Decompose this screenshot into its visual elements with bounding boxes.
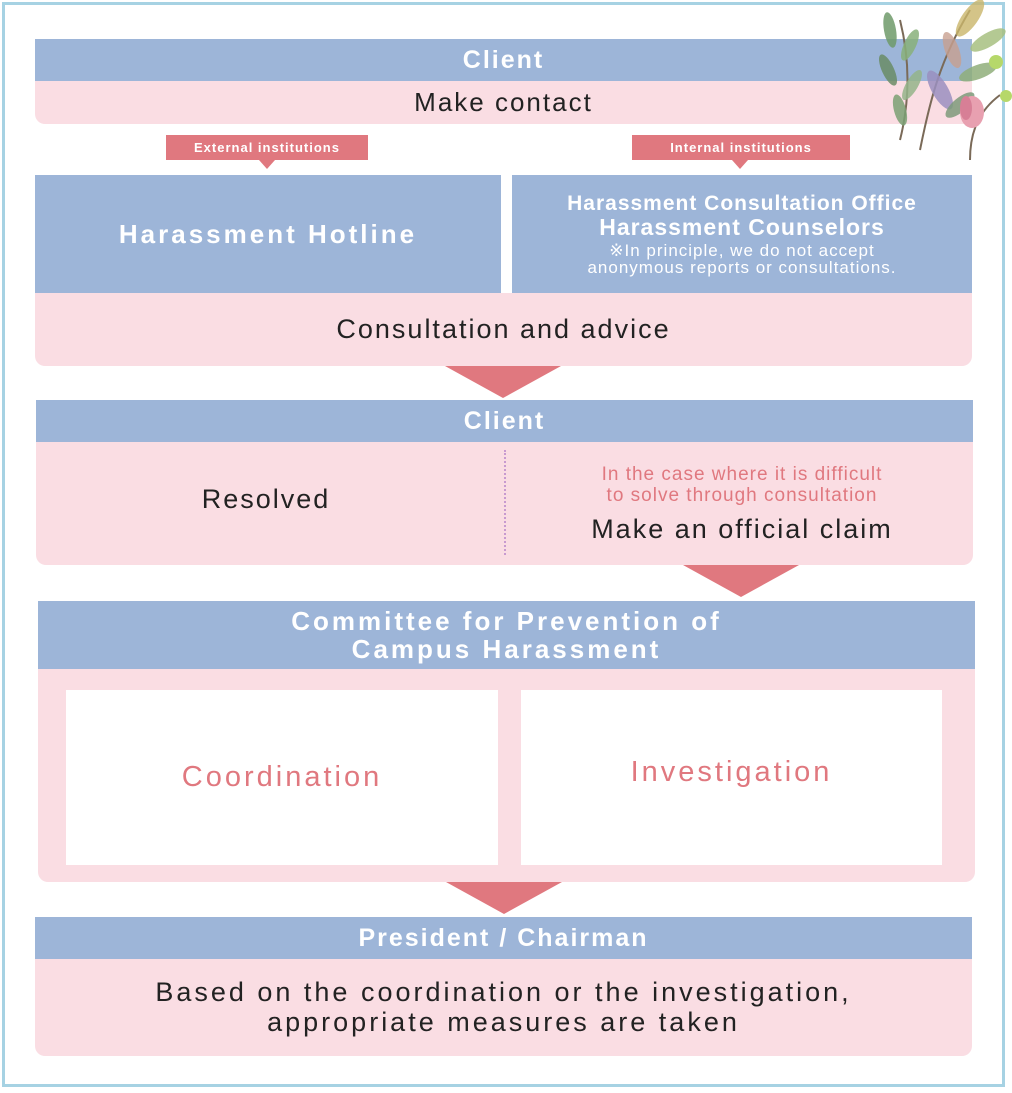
- external-institutions-tag: External institutions: [166, 135, 368, 160]
- measures-body: Based on the coordination or the investi…: [35, 959, 972, 1056]
- official-claim-text: Make an official claim: [591, 514, 893, 545]
- coordination-text: Coordination: [181, 761, 383, 793]
- arrow-down-3: [446, 882, 562, 914]
- external-tag-text: External institutions: [194, 140, 340, 155]
- measures-line1: Based on the coordination or the investi…: [155, 976, 852, 1007]
- anonymous-note-line1: ※In principle, we do not accept: [609, 240, 875, 260]
- step3-divider: [504, 450, 506, 555]
- difficult-note-line2: to solve through consultation: [606, 485, 878, 507]
- resolved-cell: Resolved: [36, 442, 496, 557]
- committee-header: Committee for Prevention of Campus Haras…: [38, 601, 975, 669]
- official-claim-cell: In the case where it is difficult to sol…: [512, 455, 972, 555]
- difficult-note-line1: In the case where it is difficult: [601, 464, 883, 486]
- investigation-box: Investigation: [521, 690, 942, 865]
- office-title: Harassment Consultation Office: [567, 191, 917, 215]
- step1-body-text: Make contact: [414, 87, 593, 117]
- step3-header: Client: [36, 400, 973, 442]
- president-header-text: President / Chairman: [358, 923, 649, 952]
- consultation-advice-text: Consultation and advice: [336, 314, 671, 344]
- hotline-title: Harassment Hotline: [118, 218, 418, 249]
- resolved-text: Resolved: [201, 484, 331, 514]
- consultation-office-box: Harassment Consultation Office Harassmen…: [512, 175, 972, 293]
- harassment-hotline-box: Harassment Hotline: [35, 175, 501, 293]
- step1-header-text: Client: [462, 45, 545, 74]
- president-header: President / Chairman: [35, 917, 972, 959]
- step1-header: Client: [35, 39, 972, 81]
- coordination-box: Coordination: [66, 690, 498, 865]
- leaf-decoration-icon: [878, 0, 1012, 161]
- internal-tag-pointer: [732, 160, 748, 169]
- committee-line1: Committee for Prevention of: [291, 606, 722, 636]
- step3-header-text: Client: [463, 406, 546, 435]
- measures-line2: appropriate measures are taken: [267, 1006, 740, 1037]
- investigation-text: Investigation: [630, 756, 833, 788]
- external-tag-pointer: [259, 160, 275, 169]
- counselors-title: Harassment Counselors: [599, 213, 885, 240]
- step2-body: Consultation and advice: [35, 293, 972, 366]
- step1-body: Make contact: [35, 81, 972, 124]
- arrow-down-2: [683, 565, 799, 597]
- committee-line2: Campus Harassment: [351, 634, 662, 664]
- internal-institutions-tag: Internal institutions: [632, 135, 850, 160]
- internal-tag-text: Internal institutions: [670, 140, 812, 155]
- arrow-down-1: [445, 366, 561, 398]
- anonymous-note-line2: anonymous reports or consultations.: [587, 257, 897, 277]
